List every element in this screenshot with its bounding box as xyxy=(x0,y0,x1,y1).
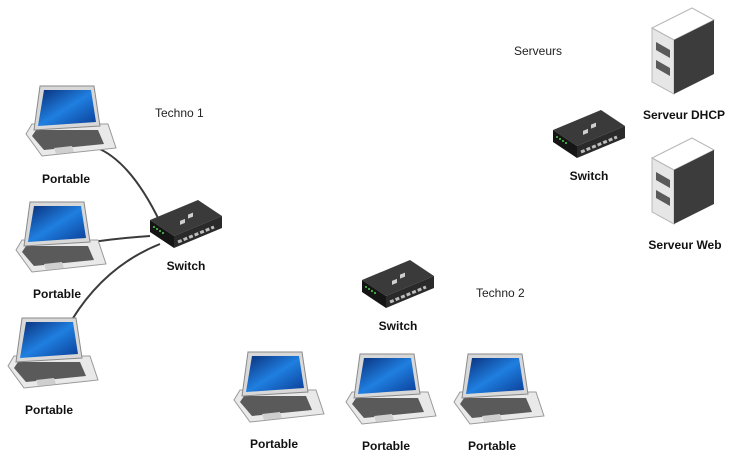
device-label-laptop-1: Portable xyxy=(42,172,90,186)
device-label-laptop-6: Portable xyxy=(468,439,516,453)
cable-laptop2-switch xyxy=(91,235,151,243)
cable-laptop1-switch xyxy=(94,146,161,223)
laptop-icon xyxy=(15,201,107,273)
cable-laptop3-switch xyxy=(65,243,161,331)
group-label-servers: Serveurs xyxy=(514,44,562,58)
device-label-switch-1: Switch xyxy=(167,259,206,273)
switch-icon xyxy=(360,258,436,310)
device-label-server-web: Serveur Web xyxy=(648,238,721,252)
laptop-icon xyxy=(453,353,545,425)
device-label-laptop-5: Portable xyxy=(362,439,410,453)
switch-icon xyxy=(551,108,627,160)
server-icon xyxy=(651,137,715,225)
laptop-icon xyxy=(7,317,99,389)
laptop-icon xyxy=(345,353,437,425)
group-label-techno2: Techno 2 xyxy=(476,286,525,300)
device-label-switch-3: Switch xyxy=(570,169,609,183)
device-label-switch-2: Switch xyxy=(379,319,418,333)
laptop-icon xyxy=(25,85,117,157)
laptop-icon xyxy=(233,351,325,423)
server-icon xyxy=(651,7,715,95)
device-label-server-dhcp: Serveur DHCP xyxy=(643,108,725,122)
device-label-laptop-4: Portable xyxy=(250,437,298,451)
device-label-laptop-3: Portable xyxy=(25,403,73,417)
device-label-laptop-2: Portable xyxy=(33,287,81,301)
group-label-techno1: Techno 1 xyxy=(155,106,204,120)
switch-icon xyxy=(148,198,224,250)
